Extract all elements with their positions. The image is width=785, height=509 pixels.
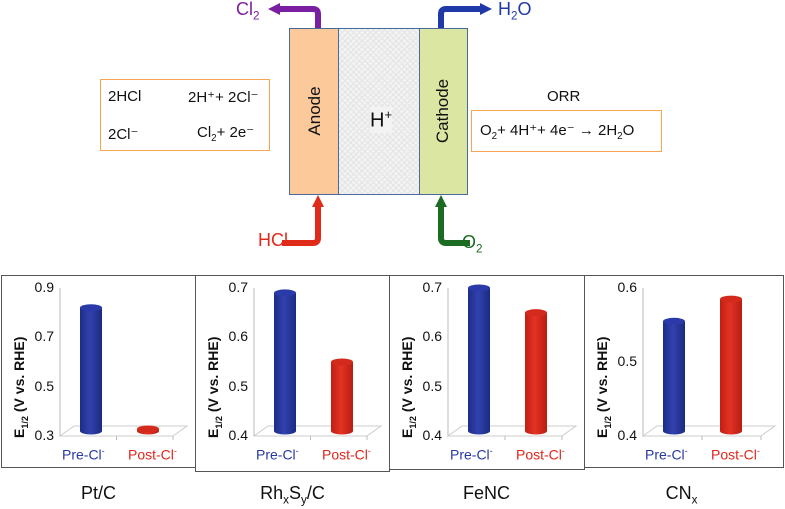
membrane-layer xyxy=(338,28,420,195)
bar-post-cl xyxy=(525,309,547,435)
bar-plot xyxy=(58,288,189,440)
x-label-pre-cl: Pre-Cl- xyxy=(62,446,105,463)
bar-pre-cl xyxy=(80,304,102,435)
bar-plot xyxy=(641,288,777,440)
x-label-pre-cl: Pre-Cl- xyxy=(450,446,493,463)
anode-layer: Anode xyxy=(289,28,339,195)
bar-post-cl xyxy=(137,425,159,435)
x-label-post-cl: Post-Cl- xyxy=(516,446,565,463)
y-tick-label: 0.6 xyxy=(422,328,442,345)
cathode-label: Cathode xyxy=(433,78,452,144)
bar-pre-cl xyxy=(274,289,296,435)
y-tick-label: 0.7 xyxy=(228,279,248,295)
x-label-post-cl: Post-Cl- xyxy=(322,446,371,463)
reaction-cl-oxidation-right: Cl2+ 2e⁻ xyxy=(197,124,255,144)
reaction-cl-oxidation-left: 2Cl⁻ xyxy=(108,126,139,143)
x-label-pre-cl: Pre-Cl- xyxy=(256,446,299,463)
orr-title: ORR xyxy=(547,88,581,105)
y-tick-label: 0.6 xyxy=(617,279,637,295)
y-tick-label: 0.4 xyxy=(422,427,442,443)
anode-reactions-box: 2HCl 2H⁺+ 2Cl⁻ 2Cl⁻ Cl2+ 2e⁻ xyxy=(100,79,270,151)
reaction-hcl-dissociation: 2HCl xyxy=(108,88,142,105)
o2-inlet-label: O2 xyxy=(462,232,483,256)
h2o-outlet-label: H2O xyxy=(498,0,532,23)
x-label-post-cl: Post-Cl- xyxy=(128,446,177,463)
catalyst-title-0: Pt/C xyxy=(80,483,116,503)
catalyst-title-1: RhxSy/C xyxy=(260,483,325,507)
anode-label: Anode xyxy=(305,86,324,136)
bar-pre-cl xyxy=(468,284,490,435)
x-label-pre-cl: Pre-Cl- xyxy=(645,446,688,463)
bar-plot xyxy=(446,284,578,440)
y-tick-label: 0.5 xyxy=(617,353,637,369)
y-tick-label: 0.5 xyxy=(34,377,54,394)
bar-post-cl xyxy=(720,295,742,435)
bar-post-cl xyxy=(331,358,353,435)
y-tick-label: 0.7 xyxy=(422,279,442,295)
cl2-outlet-label: Cl2 xyxy=(236,0,260,23)
y-tick-label: 0.5 xyxy=(228,377,248,394)
orr-reaction-box: O2+ 4H⁺+ 4e⁻ → 2H2O xyxy=(471,110,662,152)
orr-reaction: O2+ 4H⁺+ 4e⁻ → 2H2O xyxy=(480,122,635,142)
y-tick-label: 0.5 xyxy=(422,377,442,394)
y-tick-label: 0.4 xyxy=(617,427,637,443)
bar-plot xyxy=(252,288,383,440)
y-tick-label: 0.3 xyxy=(34,427,54,443)
x-label-post-cl: Post-Cl- xyxy=(711,446,760,463)
catalyst-title-3: CNx xyxy=(665,483,698,507)
bar-pre-cl xyxy=(663,317,685,435)
proton-label: H+ xyxy=(370,107,393,133)
y-tick-label: 0.6 xyxy=(228,328,248,345)
cathode-layer: Cathode xyxy=(419,28,468,195)
catalyst-title-2: FeNC xyxy=(462,483,510,503)
y-tick-label: 0.9 xyxy=(34,279,54,295)
y-tick-label: 0.4 xyxy=(228,427,248,443)
y-tick-label: 0.7 xyxy=(34,328,54,345)
reaction-hcl-products: 2H⁺+ 2Cl⁻ xyxy=(188,89,259,106)
hcl-inlet-label: HCl xyxy=(258,230,288,250)
